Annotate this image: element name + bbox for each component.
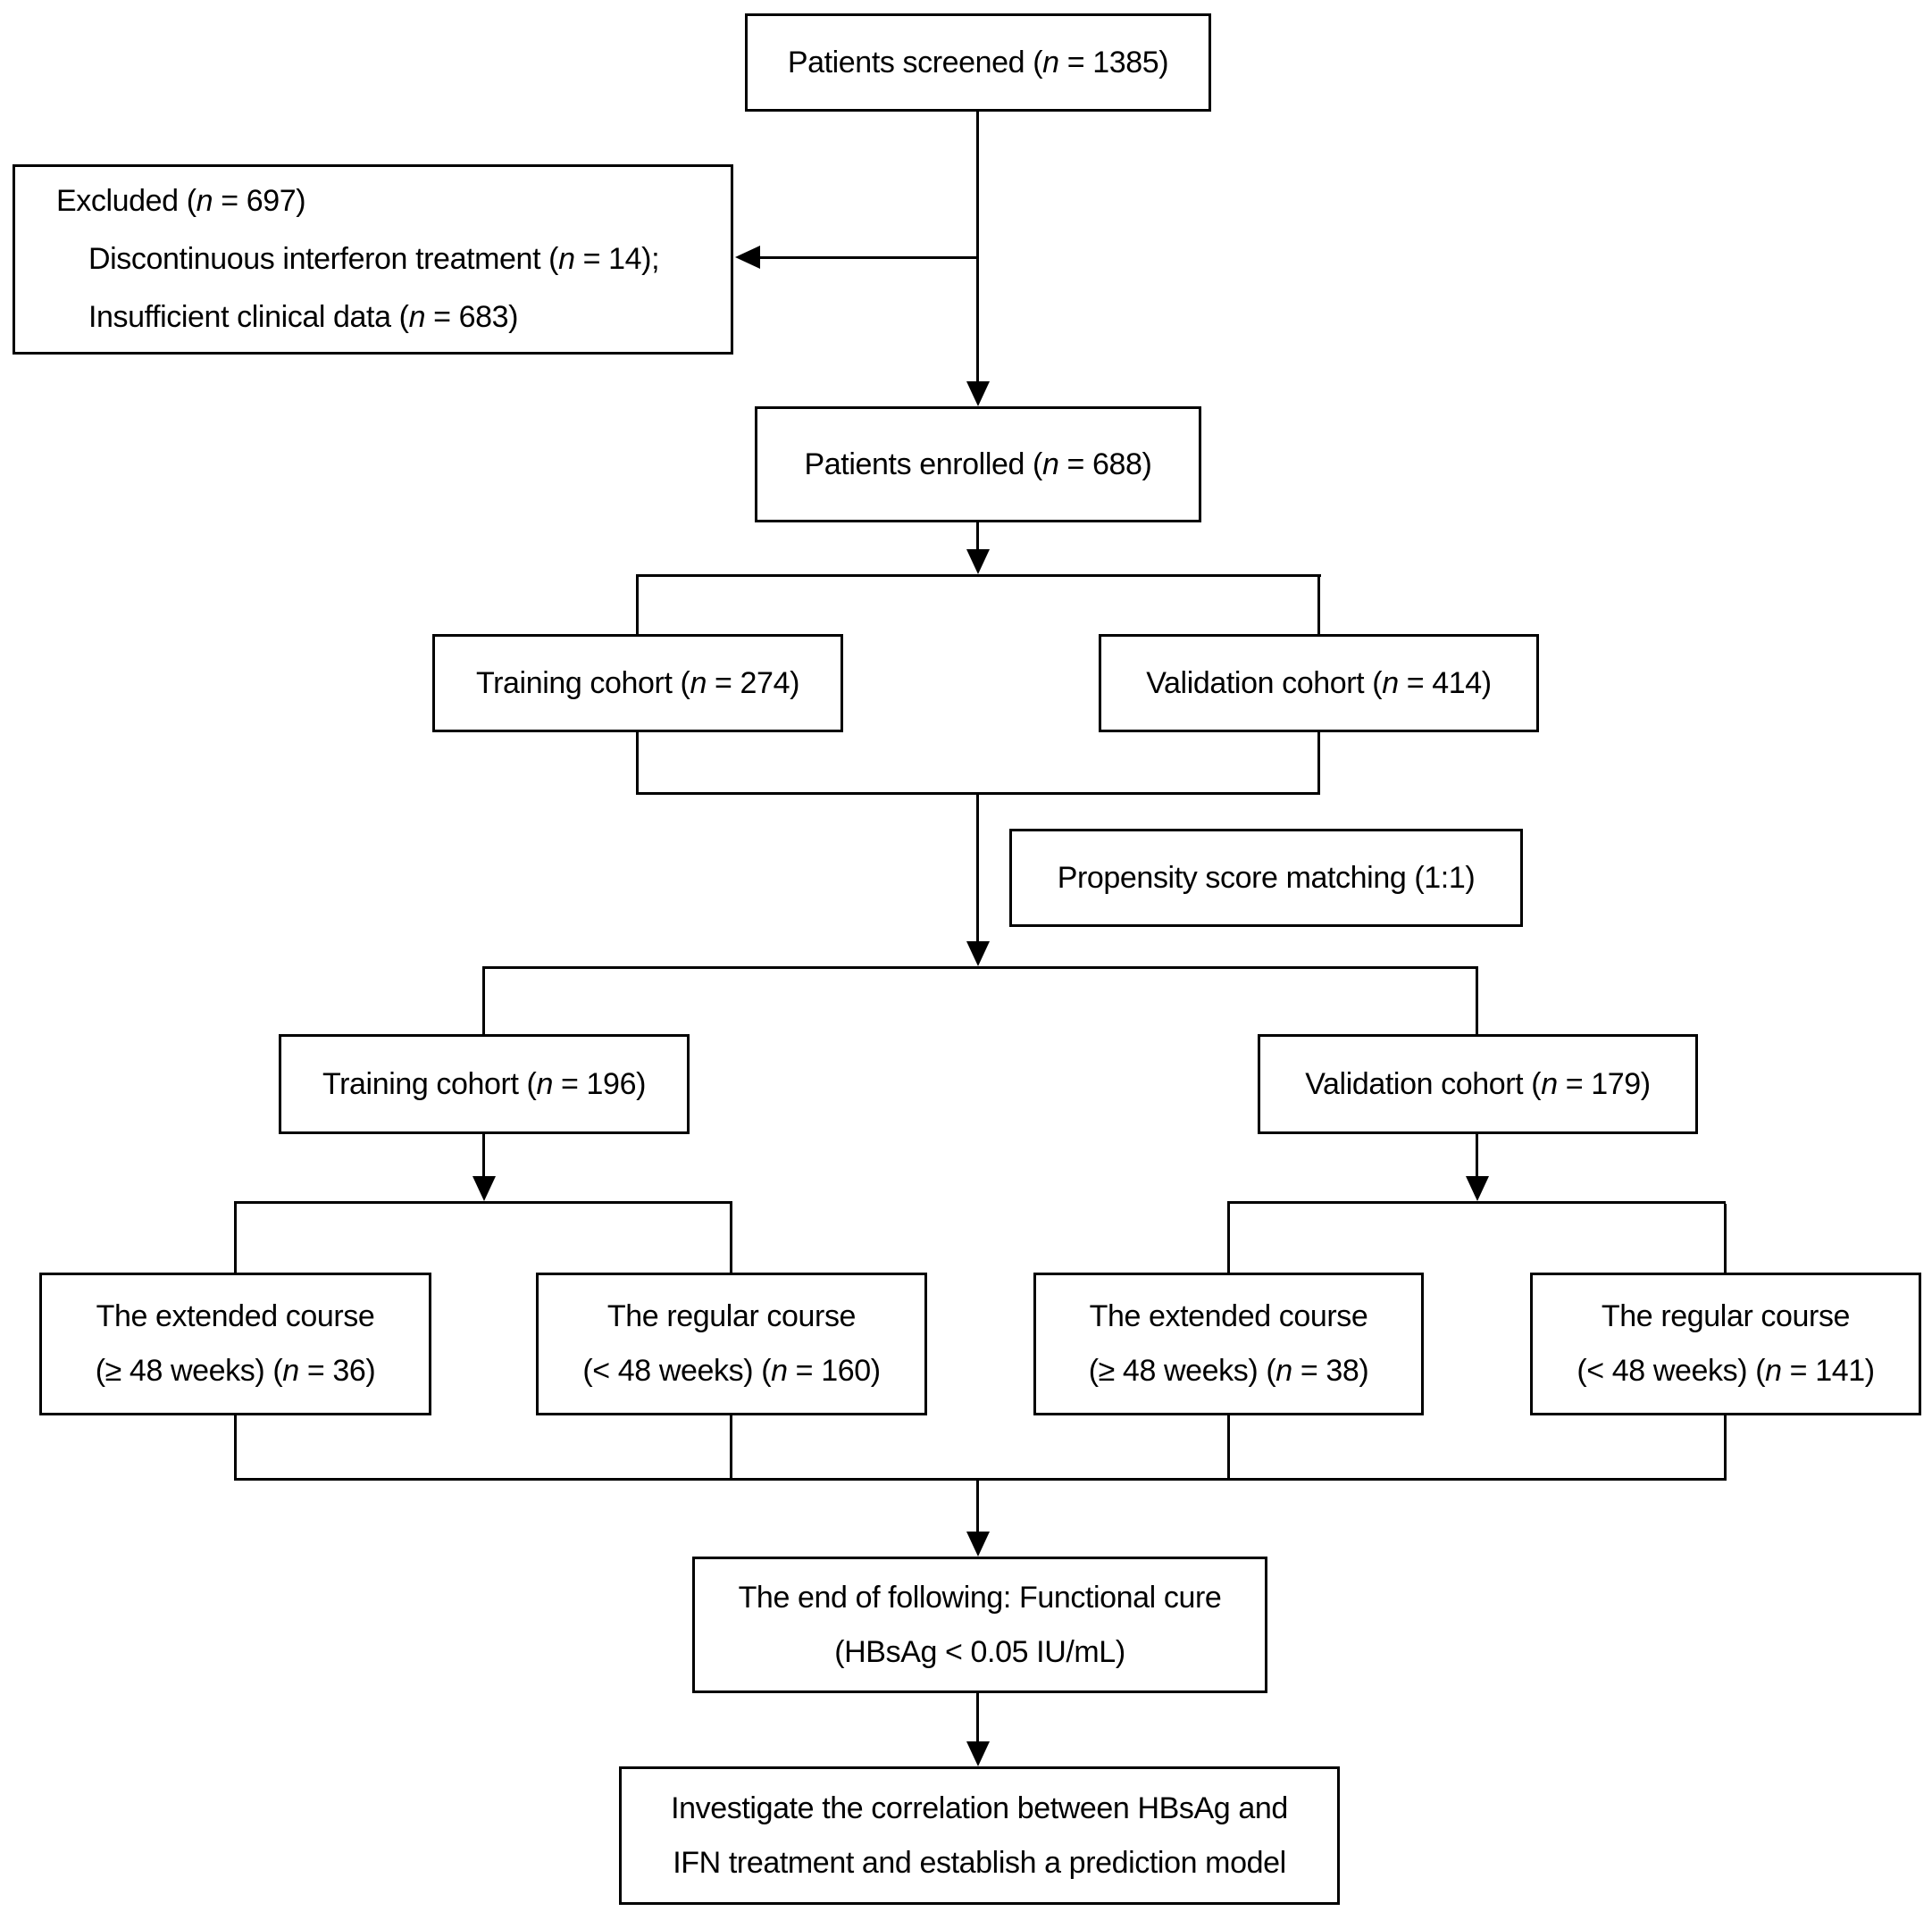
training-extended-down-line — [234, 1415, 237, 1478]
excluded-line-2: Discontinuous interferon treatment (n = … — [88, 241, 660, 276]
validation-course-split-line — [1227, 1201, 1726, 1204]
final-converge-horizontal-line — [234, 1478, 1727, 1481]
second-split-right-drop — [1476, 969, 1478, 1034]
connector-excluded-line — [760, 256, 978, 259]
validation-regular-down-line — [1724, 1415, 1727, 1478]
training-regular-line-2: (< 48 weeks) (n = 160) — [582, 1354, 881, 1388]
end-of-follow-line-2: (HBsAg < 0.05 IU/mL) — [834, 1634, 1125, 1669]
training-regular-down-line — [730, 1415, 732, 1478]
box-propensity-score-matching-label: Propensity score matching (1:1) — [1057, 860, 1476, 895]
first-converge-horizontal-line — [636, 792, 1320, 795]
box-training-cohort-matched: Training cohort (n = 196) — [279, 1034, 690, 1134]
training-matched-down-line — [482, 1134, 485, 1176]
box-patients-screened-label: Patients screened (n = 1385) — [787, 45, 1169, 79]
box-training-cohort-initial: Training cohort (n = 274) — [432, 634, 843, 732]
arrowhead-into-conclusion — [966, 1741, 990, 1766]
validation-regular-drop — [1724, 1204, 1727, 1273]
box-patients-enrolled: Patients enrolled (n = 688) — [755, 406, 1201, 522]
box-training-cohort-matched-label: Training cohort (n = 196) — [322, 1066, 646, 1101]
box-validation-cohort-initial-label: Validation cohort (n = 414) — [1146, 665, 1492, 700]
first-split-right-drop — [1317, 577, 1320, 634]
arrowhead-into-training-course-split — [473, 1176, 496, 1201]
connector-endfollow-line — [976, 1481, 979, 1532]
box-validation-cohort-initial: Validation cohort (n = 414) — [1099, 634, 1539, 732]
training-extended-drop — [234, 1204, 237, 1273]
second-split-left-drop — [482, 969, 485, 1034]
excluded-line-1: Excluded (n = 697) — [56, 183, 306, 218]
box-training-cohort-initial-label: Training cohort (n = 274) — [476, 665, 799, 700]
box-patients-enrolled-label: Patients enrolled (n = 688) — [804, 447, 1152, 481]
box-training-regular-course: The regular course (< 48 weeks) (n = 160… — [536, 1273, 927, 1415]
validation-regular-line-2: (< 48 weeks) (n = 141) — [1577, 1354, 1875, 1388]
validation-extended-down-line — [1227, 1415, 1230, 1478]
box-training-extended-course: The extended course (≥ 48 weeks) (n = 36… — [39, 1273, 431, 1415]
connector-screened-enrolled-line — [976, 112, 979, 381]
second-split-horizontal-line — [482, 966, 1478, 969]
first-split-left-drop — [636, 577, 639, 634]
box-excluded: Excluded (n = 697) Discontinuous interfe… — [13, 164, 733, 355]
conclusion-line-1: Investigate the correlation between HBsA… — [671, 1791, 1288, 1825]
training-extended-line-2: (≥ 48 weeks) (n = 36) — [95, 1354, 376, 1388]
box-validation-regular-course: The regular course (< 48 weeks) (n = 141… — [1530, 1273, 1921, 1415]
validation-extended-line-1: The extended course — [1089, 1299, 1368, 1334]
validation-matched-down-line — [1476, 1134, 1478, 1176]
connector-psm-split-line — [976, 795, 979, 941]
training-regular-line-1: The regular course — [606, 1299, 857, 1334]
box-validation-extended-course: The extended course (≥ 48 weeks) (n = 38… — [1033, 1273, 1424, 1415]
arrowhead-into-endfollow — [966, 1532, 990, 1557]
conclusion-line-2: IFN treatment and establish a prediction… — [673, 1845, 1286, 1880]
box-propensity-score-matching: Propensity score matching (1:1) — [1009, 829, 1523, 927]
connector-enrolled-split-line — [976, 522, 979, 549]
validation-initial-down-line — [1317, 732, 1320, 792]
training-initial-down-line — [636, 732, 639, 792]
arrowhead-into-first-split — [966, 549, 990, 574]
validation-regular-line-1: The regular course — [1601, 1299, 1851, 1334]
training-regular-drop — [730, 1204, 732, 1273]
first-split-horizontal-line — [636, 574, 1321, 577]
box-patients-screened: Patients screened (n = 1385) — [745, 13, 1211, 112]
box-end-of-follow: The end of following: Functional cure (H… — [692, 1557, 1267, 1693]
connector-conclusion-line — [976, 1693, 979, 1741]
arrowhead-into-excluded — [735, 246, 760, 269]
box-validation-cohort-matched: Validation cohort (n = 179) — [1258, 1034, 1698, 1134]
arrowhead-into-validation-course-split — [1466, 1176, 1489, 1201]
arrowhead-into-second-split — [966, 941, 990, 966]
training-course-split-line — [234, 1201, 732, 1204]
end-of-follow-line-1: The end of following: Functional cure — [738, 1580, 1222, 1615]
arrowhead-into-enrolled — [966, 381, 990, 406]
training-extended-line-1: The extended course — [96, 1299, 375, 1334]
excluded-line-3: Insufficient clinical data (n = 683) — [88, 300, 519, 335]
validation-extended-line-2: (≥ 48 weeks) (n = 38) — [1088, 1354, 1369, 1388]
validation-extended-drop — [1227, 1204, 1230, 1273]
box-conclusion: Investigate the correlation between HBsA… — [619, 1766, 1340, 1905]
box-validation-cohort-matched-label: Validation cohort (n = 179) — [1305, 1066, 1651, 1101]
